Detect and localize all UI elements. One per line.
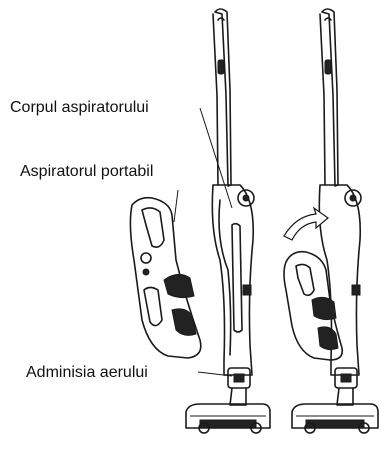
vacuum-body-label: Corpul aspiratorului xyxy=(10,99,149,117)
vacuum-body-left xyxy=(186,9,270,433)
handheld-vacuum-label: Aspiratorul portabil xyxy=(20,163,153,181)
leader-line-air-intake xyxy=(198,372,232,376)
handheld-vacuum-detached xyxy=(130,198,200,358)
leader-line-handheld xyxy=(174,190,178,222)
air-intake-label: Adminisia aerului xyxy=(26,364,148,382)
